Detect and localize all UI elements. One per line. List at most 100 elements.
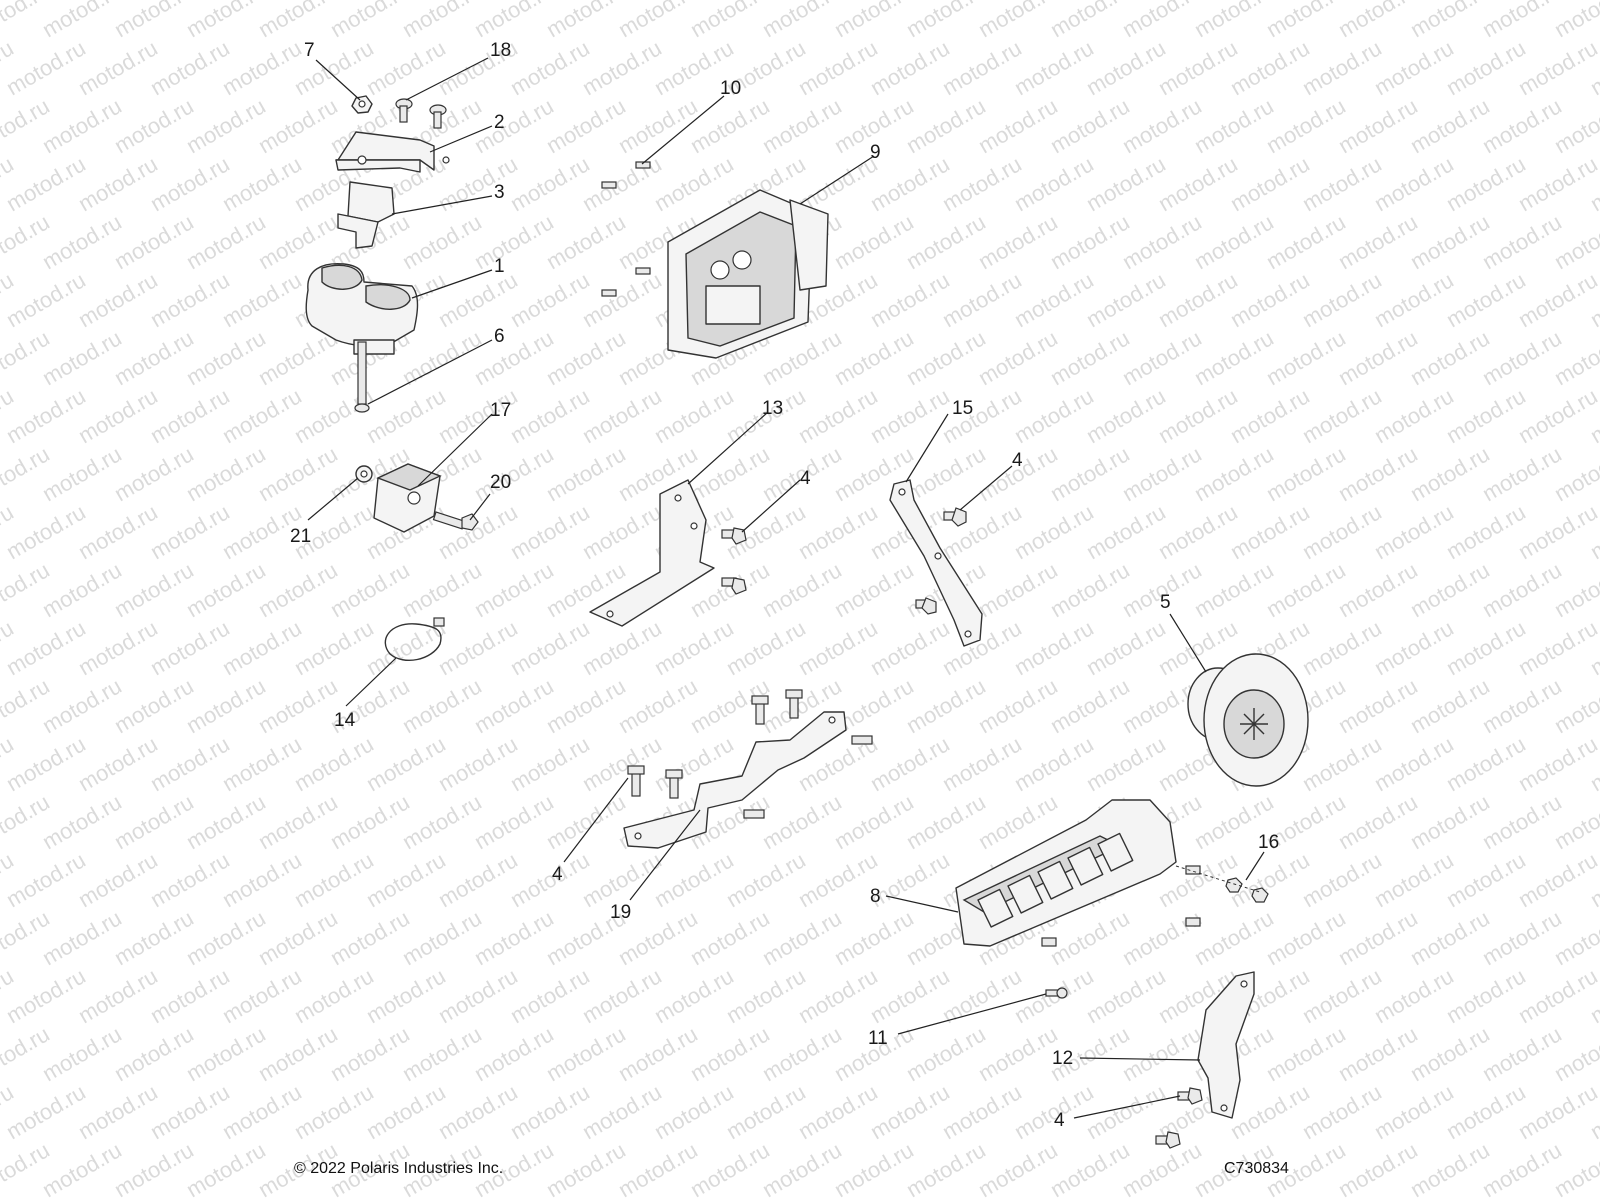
watermark-text: motod.ru	[1406, 209, 1494, 274]
watermark-text: motod.ru	[1118, 1021, 1206, 1086]
watermark-text: motod.ru	[1190, 905, 1278, 970]
watermark-text: motod.ru	[686, 905, 774, 970]
watermark-text: motod.ru	[1226, 267, 1314, 332]
watermark-text: motod.ru	[146, 1079, 234, 1144]
watermark-text: motod.ru	[1010, 499, 1098, 564]
callout-labels: 7 18 2 3 1 6 17 21 20 14 10 9 13 4 15 4 …	[290, 40, 1279, 1131]
watermark-text: motod.ru	[1442, 1079, 1530, 1144]
watermark-text: motod.ru	[38, 1137, 126, 1200]
watermark-text: motod.ru	[434, 847, 522, 912]
watermark-text: motod.ru	[1046, 93, 1134, 158]
watermark-text: motod.ru	[1514, 963, 1600, 1028]
watermark-text: motod.ru	[398, 325, 486, 390]
watermark-text: motod.ru	[902, 93, 990, 158]
watermark-text: motod.ru	[1406, 325, 1494, 390]
watermark-text: motod.ru	[1262, 905, 1350, 970]
watermark-text: motod.ru	[254, 905, 342, 970]
watermark-text: motod.ru	[1118, 93, 1206, 158]
watermark-text: motod.ru	[902, 673, 990, 738]
callout-12: 12	[1052, 1048, 1073, 1069]
watermark-text: motod.ru	[974, 557, 1062, 622]
watermark-text: motod.ru	[362, 963, 450, 1028]
watermark-text: motod.ru	[542, 93, 630, 158]
watermark-text: motod.ru	[866, 35, 954, 100]
watermark-text: motod.ru	[254, 557, 342, 622]
watermark-text: motod.ru	[470, 673, 558, 738]
watermark-text: motod.ru	[722, 963, 810, 1028]
callout-6: 6	[494, 326, 505, 347]
watermark-text: motod.ru	[110, 1021, 198, 1086]
watermark-text: motod.ru	[1262, 441, 1350, 506]
watermark-text: motod.ru	[1118, 905, 1206, 970]
watermark-text: motod.ru	[1442, 499, 1530, 564]
watermark-text: motod.ru	[1118, 209, 1206, 274]
watermark-text: motod.ru	[506, 35, 594, 100]
watermark-text: motod.ru	[650, 1079, 738, 1144]
watermark-text: motod.ru	[1442, 963, 1530, 1028]
watermark-text: motod.ru	[1406, 789, 1494, 854]
callout-19: 19	[610, 902, 631, 923]
watermark-text: motod.ru	[506, 963, 594, 1028]
watermark-text: motod.ru	[1046, 441, 1134, 506]
watermark-text: motod.ru	[794, 615, 882, 680]
watermark-text: motod.ru	[110, 789, 198, 854]
watermark-text: motod.ru	[1514, 151, 1600, 216]
watermark-text: motod.ru	[2, 499, 90, 564]
watermark-text: motod.ru	[434, 1079, 522, 1144]
watermark-text: motod.ru	[974, 93, 1062, 158]
part-washer-21	[355, 465, 373, 483]
watermark-text: motod.ru	[74, 383, 162, 448]
part-bracket-2	[335, 131, 450, 173]
callout-4d: 4	[1054, 1110, 1065, 1131]
watermark-text: motod.ru	[1370, 615, 1458, 680]
watermark-text: motod.ru	[254, 673, 342, 738]
watermark-text: motod.ru	[542, 789, 630, 854]
watermark-text: motod.ru	[1334, 1137, 1422, 1200]
watermark-text: motod.ru	[578, 383, 666, 448]
watermark-text: motod.ru	[38, 325, 126, 390]
watermark-text: motod.ru	[650, 151, 738, 216]
watermark-text: motod.ru	[1406, 557, 1494, 622]
watermark-text: motod.ru	[2, 35, 90, 100]
part-bolts-4d	[1155, 1087, 1203, 1149]
watermark-text: motod.ru	[1334, 441, 1422, 506]
watermark-text: motod.ru	[506, 499, 594, 564]
watermark-text: motod.ru	[722, 615, 810, 680]
watermark-text: motod.ru	[974, 1137, 1062, 1200]
watermark-text: motod.ru	[110, 1137, 198, 1200]
watermark-text: motod.ru	[218, 383, 306, 448]
watermark-text: motod.ru	[542, 673, 630, 738]
part-bolts-4b	[915, 507, 967, 615]
watermark-text: motod.ru	[1154, 35, 1242, 100]
watermark-text: motod.ru	[542, 209, 630, 274]
watermark-text: motod.ru	[1046, 1137, 1134, 1200]
watermark-text: motod.ru	[38, 673, 126, 738]
watermark-text: motod.ru	[218, 151, 306, 216]
watermark-text: motod.ru	[1442, 151, 1530, 216]
callout-8: 8	[870, 886, 881, 907]
watermark-text: motod.ru	[2, 151, 90, 216]
part-nut-7	[351, 95, 373, 114]
watermark-text: motod.ru	[542, 1021, 630, 1086]
watermark-text: motod.ru	[1298, 963, 1386, 1028]
part-bracket-13	[589, 479, 715, 627]
watermark-text: motod.ru	[1298, 151, 1386, 216]
watermark-text: motod.ru	[866, 615, 954, 680]
callout-2: 2	[494, 112, 505, 133]
watermark-text: motod.ru	[1190, 209, 1278, 274]
watermark-text: motod.ru	[218, 267, 306, 332]
watermark-text: motod.ru	[650, 963, 738, 1028]
callout-18: 18	[490, 40, 511, 61]
watermark-text: motod.ru	[2, 383, 90, 448]
watermark-text: motod.ru	[398, 1021, 486, 1086]
watermark-text: motod.ru	[1298, 1079, 1386, 1144]
watermark-text: motod.ru	[290, 1079, 378, 1144]
watermark-text: motod.ru	[1010, 615, 1098, 680]
callout-9: 9	[870, 142, 881, 163]
watermark-text: motod.ru	[830, 557, 918, 622]
watermark-text: motod.ru	[1226, 383, 1314, 448]
watermark-text: motod.ru	[1082, 267, 1170, 332]
watermark-text: motod.ru	[290, 847, 378, 912]
watermark-text: motod.ru	[74, 499, 162, 564]
part-relay-box-8	[955, 799, 1177, 947]
